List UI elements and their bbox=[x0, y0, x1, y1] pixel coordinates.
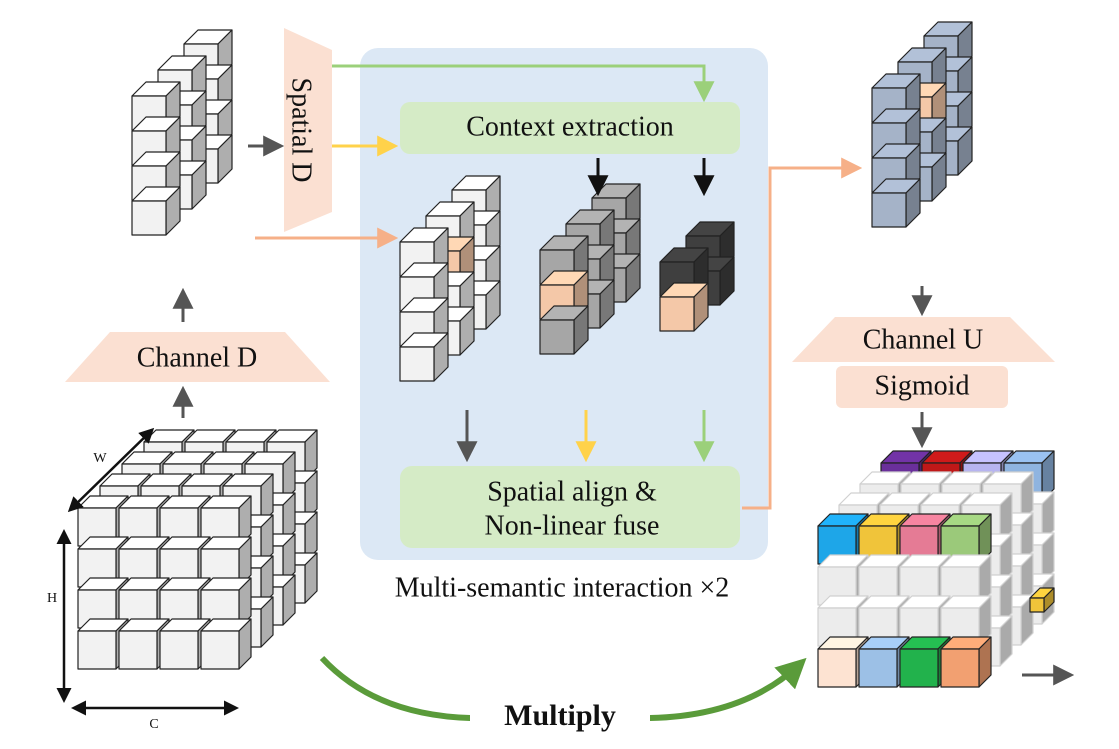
output-feature-cube bbox=[817, 450, 1055, 688]
fine-scale-map-cube bbox=[399, 332, 449, 382]
spatial-output-map bbox=[871, 21, 973, 228]
channel-u-label: Channel U bbox=[863, 324, 984, 355]
spatial-output-map-cube bbox=[871, 178, 921, 228]
cube-layer bbox=[77, 21, 1055, 688]
fine-scale-map bbox=[399, 175, 501, 382]
arrow-green-top bbox=[332, 64, 715, 103]
spatial-d-label: Spatial D bbox=[286, 78, 317, 183]
spatial-align-label-line2: Non-linear fuse bbox=[485, 510, 660, 541]
spatial-align-label-line1: Spatial align & bbox=[487, 476, 657, 507]
sigmoid-label: Sigmoid bbox=[875, 370, 970, 401]
context-extraction-label: Context extraction bbox=[466, 111, 674, 142]
channel-u-trapezoid bbox=[792, 317, 1055, 362]
axis-w-label: W bbox=[93, 451, 107, 466]
output-bottom-cube bbox=[940, 636, 992, 688]
axis-h-label: H bbox=[47, 591, 57, 606]
input-cube bbox=[200, 618, 252, 670]
context-extraction-block: Context extraction bbox=[400, 102, 740, 154]
sigmoid-box bbox=[836, 366, 1008, 408]
channel-d-trapezoid bbox=[65, 332, 330, 382]
input-axes bbox=[56, 427, 239, 716]
output-side-cube bbox=[1029, 587, 1055, 613]
multiply-label: Multiply bbox=[504, 699, 616, 732]
arrows bbox=[172, 64, 1075, 686]
context-extraction-box bbox=[400, 102, 740, 154]
multiply-block: Multiply bbox=[319, 655, 807, 742]
spatial-align-block: Spatial align & Non-linear fuse bbox=[400, 466, 740, 548]
channel-u-block: Channel U Sigmoid bbox=[792, 317, 1055, 408]
axis-c-label: C bbox=[149, 717, 158, 732]
channel-d-label: Channel D bbox=[137, 342, 258, 373]
mid-scale-map-cube bbox=[539, 305, 589, 355]
arrow-align-to-output-map bbox=[742, 157, 863, 510]
spatial-input-map-cube bbox=[131, 186, 181, 236]
interaction-caption: Multi-semantic interaction ×2 bbox=[395, 572, 730, 603]
spatial-d-block: Spatial D bbox=[284, 28, 332, 232]
channel-d-block: Channel D bbox=[65, 332, 330, 382]
spatial-d-trapezoid bbox=[284, 28, 332, 232]
coarse-scale-map bbox=[659, 221, 735, 332]
input-feature-cube bbox=[77, 429, 318, 670]
spatial-align-box bbox=[400, 466, 740, 548]
axis-w-arrow bbox=[67, 427, 155, 513]
coarse-scale-map-cube bbox=[659, 282, 709, 332]
spatial-input-map-cube bbox=[131, 151, 181, 201]
mid-scale-map bbox=[539, 183, 641, 355]
multiply-label-bg bbox=[470, 692, 650, 742]
spatial-input-map bbox=[131, 29, 233, 236]
